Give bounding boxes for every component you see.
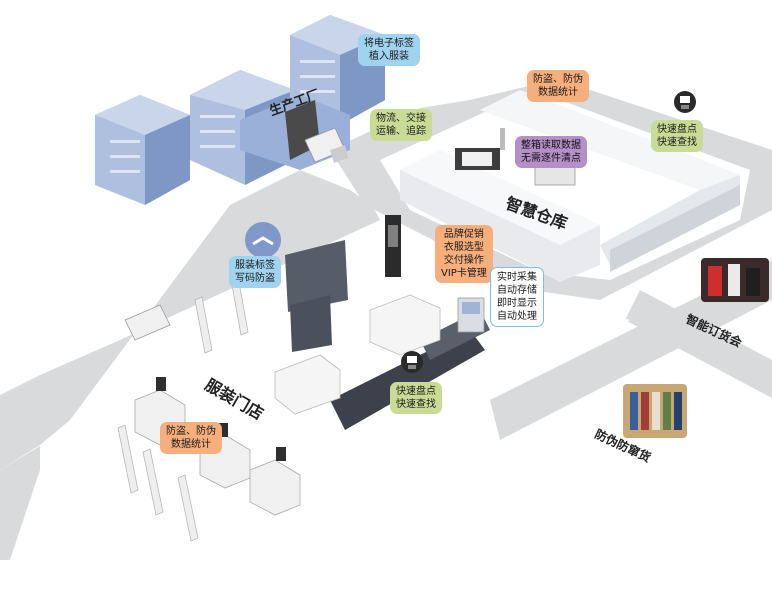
callout-tag-write: 服装标签 写码防盗 (229, 256, 281, 288)
callout-store-inventory: 快速盘点 快速查找 (390, 382, 442, 414)
digital-signage (385, 215, 401, 277)
callout-line: 服装标签 (235, 260, 275, 271)
callout-line: 交付操作 (443, 255, 484, 266)
callout-line: 快速盘点 (657, 124, 697, 135)
kiosk-icon (457, 297, 485, 333)
callout-embed-tag: 将电子标签 植入服装 (358, 34, 420, 66)
callout-line: 植入服装 (369, 51, 409, 62)
clothing-racks (285, 240, 490, 430)
factory-truck (304, 127, 348, 163)
display-tables (274, 294, 441, 415)
warehouse-shelves (400, 90, 740, 282)
callout-warehouse-inventory: 快速盘点 快速查找 (651, 120, 703, 152)
callout-line: 即时显示 (497, 298, 537, 309)
callout-line: 实时采集 (497, 272, 537, 283)
callout-line: 数据统计 (538, 87, 578, 98)
anti-counterfeit-photo (623, 384, 687, 438)
callout-line: 运输、追踪 (376, 126, 426, 137)
callout-line: 自动处理 (497, 311, 537, 322)
order-fair-photo (701, 258, 769, 302)
callout-line: 快速盘点 (396, 386, 436, 397)
callout-line: 品牌促销 (443, 229, 484, 240)
callout-line: 衣服选型 (443, 242, 484, 253)
callout-logistics: 物流、交接 运输、追踪 (370, 109, 432, 141)
callout-realtime: 实时采集 自动存储 即时显示 自动处理 (490, 267, 544, 327)
callout-line: 将电子标签 (364, 38, 414, 49)
callout-line: 防盗、防伪 (533, 74, 583, 85)
callout-line: 无需逐件清点 (521, 153, 581, 164)
handheld-reader-icon (401, 351, 423, 373)
tag-writer-icon (245, 222, 281, 258)
callout-line: 数据统计 (171, 439, 211, 450)
security-gates (117, 281, 249, 542)
callout-line: 自动存储 (497, 285, 537, 296)
warehouse-reader-post (500, 128, 505, 150)
callout-line: 整箱读取数据 (521, 140, 581, 151)
callout-line: 写码防盗 (235, 273, 275, 284)
factory-building (95, 15, 385, 205)
callout-line: 物流、交接 (376, 113, 426, 124)
callout-store-theft: 防盗、防伪 数据统计 (160, 422, 222, 454)
callout-line: VIP卡管理 (441, 268, 487, 279)
counter-readers (156, 377, 286, 461)
callout-line: 快速查找 (657, 137, 697, 148)
warehouse-portal (455, 148, 500, 170)
callout-brand-promo: 品牌促销 衣服选型 交付操作 VIP卡管理 (435, 225, 493, 283)
callout-warehouse-theft: 防盗、防伪 数据统计 (527, 70, 589, 102)
callout-line: 快速查找 (396, 399, 436, 410)
callout-box-read: 整箱读取数据 无需逐件清点 (515, 136, 587, 168)
handheld-reader-icon (674, 91, 696, 113)
callout-line: 防盗、防伪 (166, 426, 216, 437)
store-truck (124, 304, 171, 341)
